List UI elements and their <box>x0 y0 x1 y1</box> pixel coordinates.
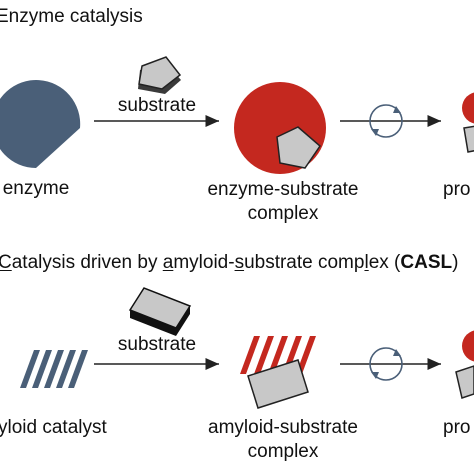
substrate-pentagon-bound <box>276 126 321 169</box>
catalytic-cycle-a <box>369 104 403 138</box>
label-enzyme: enzyme <box>2 178 70 199</box>
panel-b-title-part: atalysis driven by <box>11 252 163 273</box>
panel-a-title: Enzyme catalysis <box>0 6 143 27</box>
panel-b-title-part: ) <box>452 252 459 273</box>
label-complex-b-line1: amyloid-substrate <box>208 417 358 438</box>
panel-b-title-part: C <box>0 252 12 273</box>
amyloid-catalyst-shape <box>20 350 88 388</box>
label-substrate-b: substrate <box>117 334 197 355</box>
product-circle-b <box>462 330 474 362</box>
product-pentagon-a <box>463 125 474 153</box>
panel-b-title-part: myloid- <box>173 252 235 273</box>
panel-b-title-part: l <box>364 252 369 273</box>
label-product-a: pro <box>443 179 471 200</box>
catalytic-cycle-b <box>369 347 403 381</box>
label-product-b: pro <box>443 417 471 438</box>
amyloid-substrate-complex-bars <box>240 336 316 374</box>
label-complex-b-line2: complex <box>247 441 319 462</box>
panel-b-title-part: a <box>162 252 174 273</box>
label-amyloid-catalyst: yloid catalyst <box>0 417 107 438</box>
panel-b-title-part: CASL <box>400 252 453 273</box>
panel-b-title: Catalysis driven by amyloid-substrate co… <box>0 252 458 274</box>
substrate-slab-b <box>128 287 192 336</box>
enzyme-shape <box>0 80 81 168</box>
label-complex-a-line2: complex <box>247 203 319 224</box>
substrate-slab-bound <box>247 359 309 409</box>
panel-b-title-part: ubstrate comp <box>244 252 365 273</box>
product-slab-b <box>455 365 474 399</box>
label-substrate-a: substrate <box>117 95 197 116</box>
label-complex-a-line1: enzyme-substrate <box>207 179 359 200</box>
product-circle-a <box>462 92 474 124</box>
panel-b-title-part: s <box>234 252 245 273</box>
panel-b-title-part: ex ( <box>368 252 401 273</box>
